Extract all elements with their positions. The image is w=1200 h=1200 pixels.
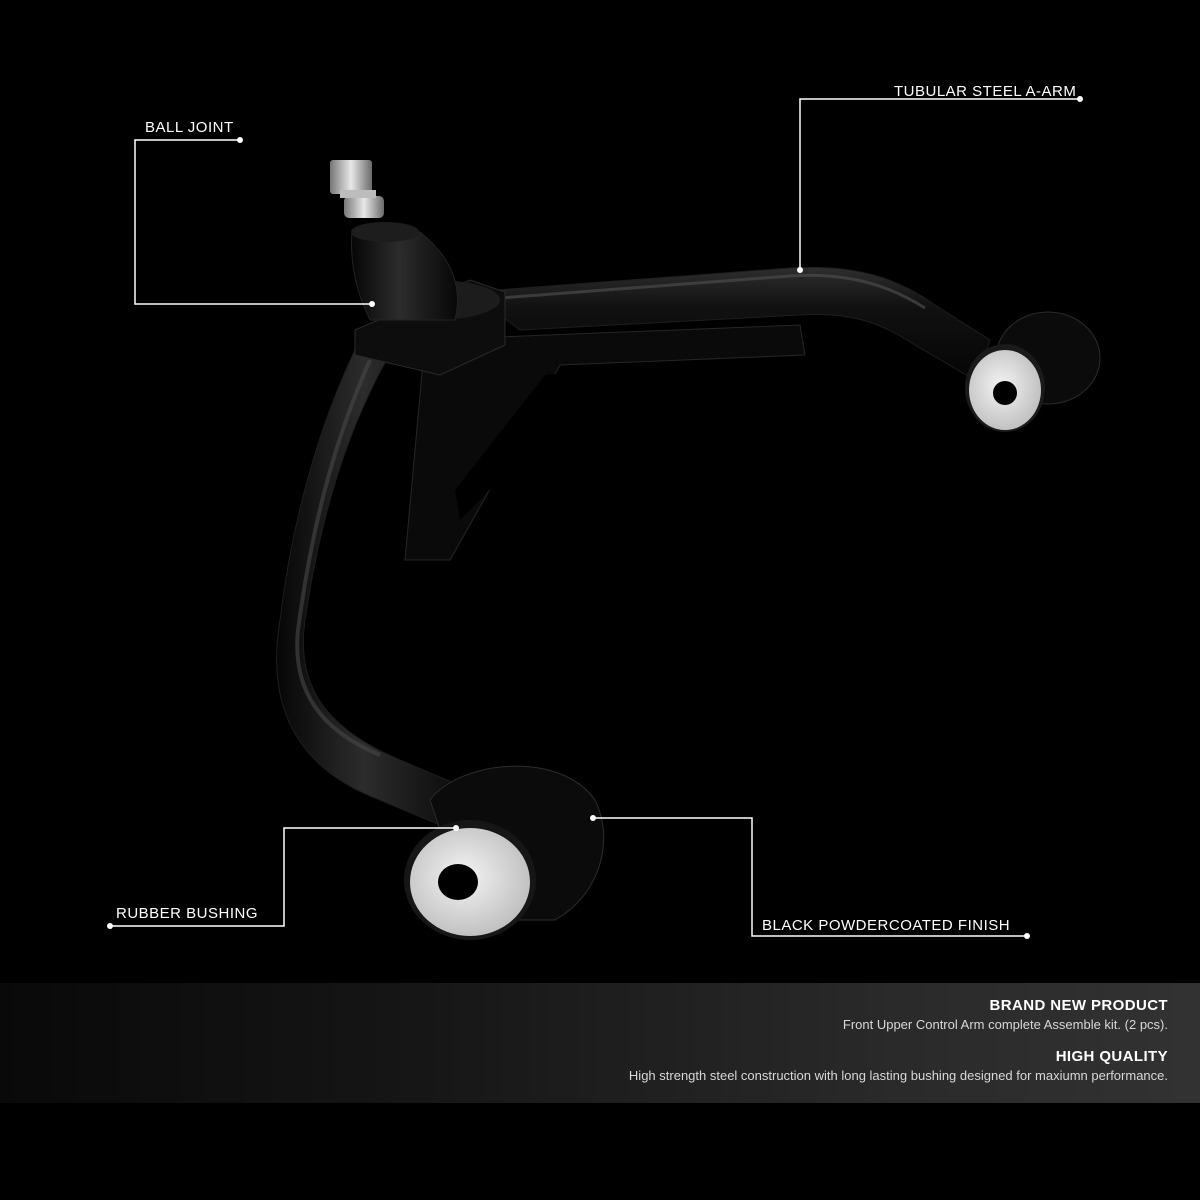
rear-tube-highlight — [499, 273, 926, 310]
callout-lines — [110, 98, 1080, 937]
tubular-arm-leader — [799, 98, 1080, 270]
ball-joint-cap — [351, 222, 419, 242]
info-band: BRAND NEW PRODUCT Front Upper Control Ar… — [0, 983, 1200, 1103]
ball-joint-leader — [134, 139, 372, 305]
black-finish-label: BLACK POWDERCOATED FINISH — [762, 917, 1011, 934]
front-tube — [276, 339, 471, 826]
ball-joint-stud — [344, 196, 384, 218]
bottom-bushing — [404, 765, 605, 940]
info-title: BRAND NEW PRODUCT — [989, 997, 1168, 1014]
gusset-window — [455, 368, 610, 520]
info-description: High strength steel construction with lo… — [628, 1068, 1168, 1083]
info-title: HIGH QUALITY — [1055, 1048, 1168, 1065]
ball-joint-label: BALL JOINT — [145, 119, 234, 136]
front-tube-highlight — [295, 359, 381, 757]
info-block-high-quality: HIGH QUALITY High strength steel constru… — [629, 1048, 1168, 1084]
gusset-plate — [404, 324, 806, 561]
info-description: Front Upper Control Arm complete Assembl… — [842, 1017, 1168, 1032]
ball-joint-cone — [351, 231, 458, 321]
tubular-arm-label: TUBULAR STEEL A-ARM — [894, 83, 1077, 100]
info-block-brand-new: BRAND NEW PRODUCT Front Upper Control Ar… — [843, 997, 1168, 1033]
rubber-bushing-leader — [110, 827, 456, 927]
ball-joint-nut — [330, 160, 372, 194]
rubber-bushing-label: RUBBER BUSHING — [116, 905, 259, 922]
right-bushing — [965, 311, 1101, 432]
black-finish-leader — [593, 817, 1027, 937]
callout-dots — [107, 96, 1083, 939]
ball-joint-washer — [340, 190, 376, 198]
